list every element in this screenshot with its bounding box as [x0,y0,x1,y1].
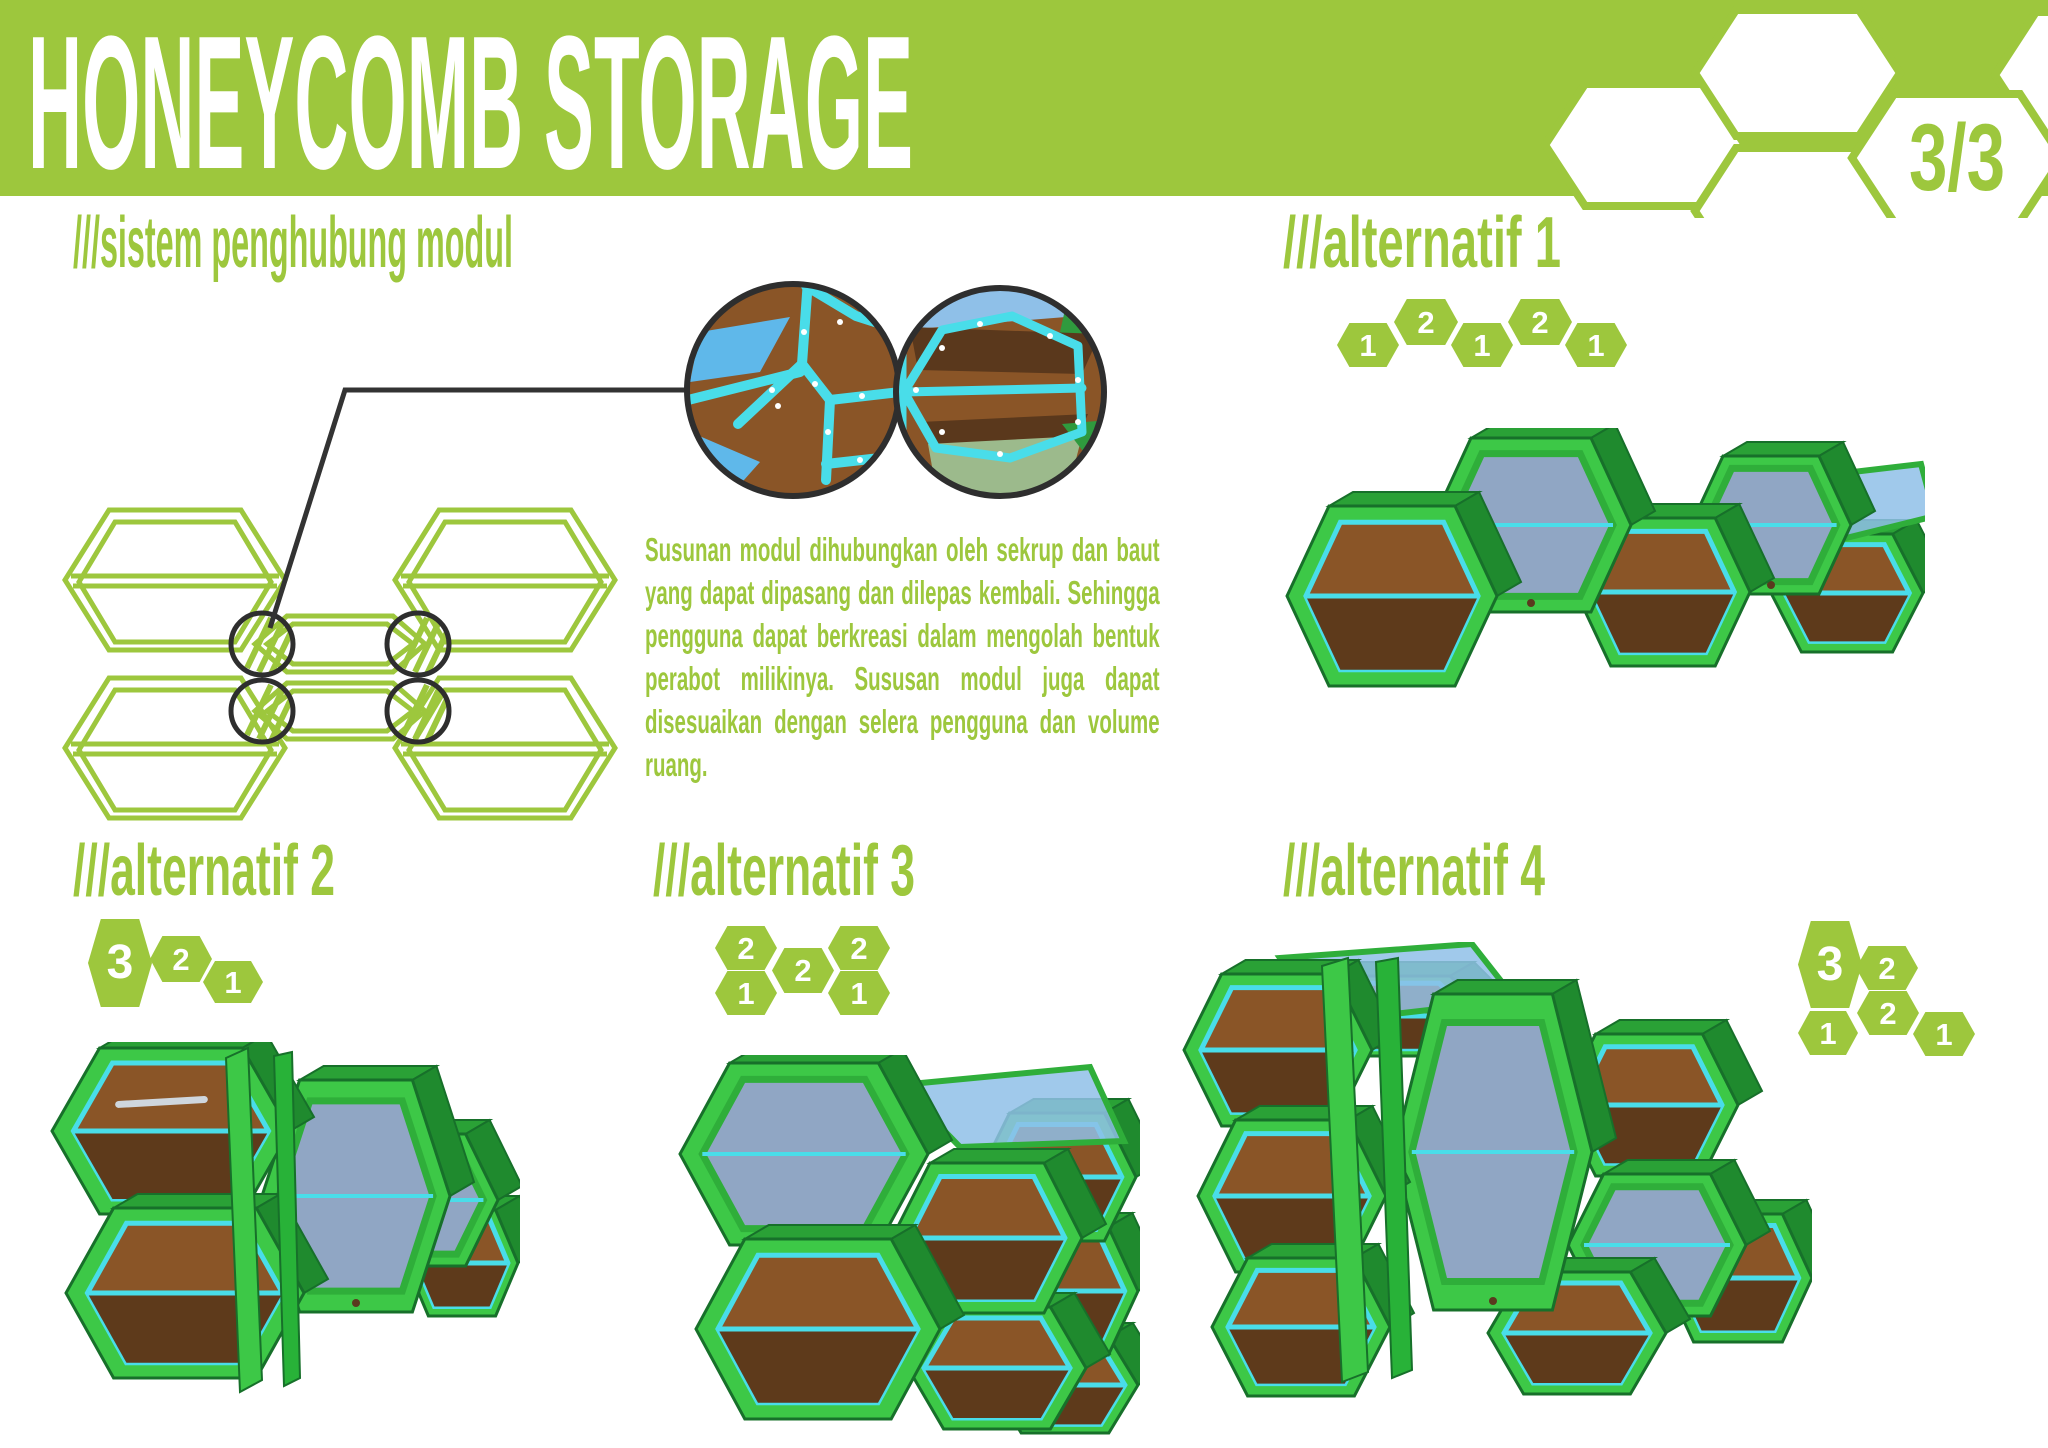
badge-number: 2 [850,930,868,966]
heading-alternatif-4-text: ///alternatif 4 [1283,833,1545,911]
render-alternatif-1 [1285,428,1925,688]
badge-number: 2 [1879,995,1897,1031]
badge-number: 1 [1935,1016,1953,1052]
heading-alternatif-1-text: ///alternatif 1 [1283,205,1561,283]
badge-hexagon: 2 [772,948,834,993]
badge-number: 3 [106,936,134,989]
header-hexagon [1690,5,1905,140]
badge-hexagon: 2 [150,936,212,982]
badge-number: 2 [794,953,812,988]
heading-alternatif-2: ///alternatif 2 [73,833,335,911]
badge-number: 1 [1473,327,1491,363]
diagram-module-hexagon [392,507,618,653]
render-alternatif-4 [1182,942,1812,1398]
badge-hexagon: 3 [1798,921,1862,1008]
badge-hexagon: 3 [88,919,152,1007]
badge-number: 2 [1531,304,1549,340]
diagram-module-hexagon [62,675,288,821]
page-indicator: 3/3 [1909,105,2005,211]
badge-hexagon: 2 [715,926,777,970]
badge-hexagon: 1 [828,971,890,1015]
badge-hexagon: 1 [1913,1012,1975,1056]
badge-hexagon: 2 [1857,991,1919,1035]
badge-hexagon: 2 [1508,299,1572,345]
badge-number: 2 [172,941,190,977]
badge-hexagon: 1 [715,971,777,1015]
badge-number: 1 [224,964,242,1000]
heading-alternatif-2-text: ///alternatif 2 [73,833,335,911]
badge-hexagon: 2 [1856,946,1918,990]
detail-circle-left [687,284,899,496]
heading-alternatif-4: ///alternatif 4 [1283,833,1545,911]
badge-hexagon: 1 [1337,323,1399,367]
callout-line [267,387,715,629]
badge-hexagon: 1 [203,961,263,1003]
header-hexagon-page [1847,90,2048,218]
badge-number: 2 [737,930,755,966]
badge-number: 1 [1359,327,1377,363]
section-description: Susunan modul dihubungkan oleh sekrup da… [645,531,1160,783]
heading-alternatif-1: ///alternatif 1 [1283,205,1561,283]
badge-hexagon: 2 [1394,299,1458,345]
badge-hexagon: 1 [1798,1011,1858,1055]
badge-number: 1 [737,975,755,1011]
heading-sistem-text: ///sistem penghubung modul [73,205,513,283]
diagram-module-hexagon [62,507,288,653]
badge-number: 1 [1587,327,1605,363]
header-hexagon-cluster: 3/3 [1540,5,2048,218]
badge-hexagon: 1 [1451,323,1513,367]
section-description-wrap: Susunan modul dihubungkan oleh sekrup da… [645,528,1165,783]
page-title-text: HONEYCOMB STORAGE [28,18,913,188]
badge-number: 3 [1816,937,1844,991]
module-connection-diagram [62,387,715,821]
badge-hexagon: 2 [828,926,890,970]
badge-number: 1 [850,975,868,1011]
detail-circles [684,281,1107,499]
heading-alternatif-3: ///alternatif 3 [653,833,915,911]
diagram-module-hexagon [392,675,618,821]
badge-number: 1 [1819,1015,1837,1051]
joint-circles [228,610,452,745]
render-alternatif-3 [678,1055,1140,1435]
render-alternatif-2 [50,1042,520,1394]
heading-alternatif-3-text: ///alternatif 3 [653,833,915,911]
detail-circle-right-outline [893,285,1107,499]
detail-circle-right [896,288,1104,496]
heading-sistem: ///sistem penghubung modul [73,205,513,283]
badge-number: 2 [1417,304,1435,340]
page-title: HONEYCOMB STORAGE [28,18,913,188]
badge-number: 2 [1878,950,1896,986]
badge-hexagon: 1 [1565,323,1627,367]
diagram-hatching [244,616,450,743]
